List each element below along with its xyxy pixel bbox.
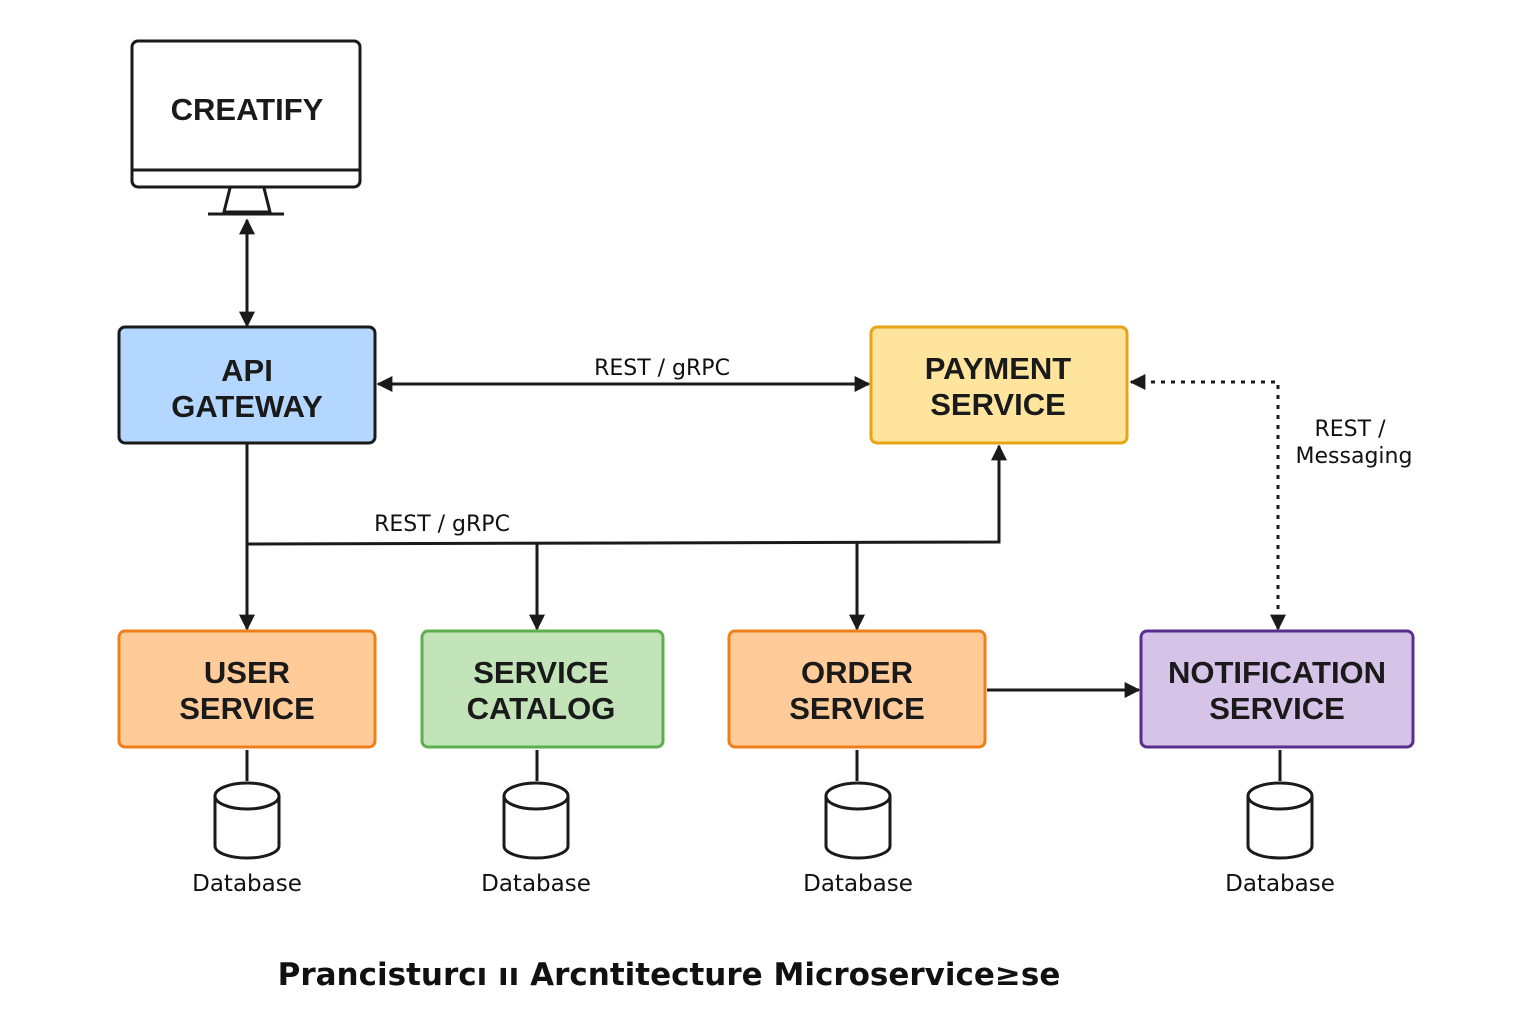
database-label: Database xyxy=(1225,871,1335,897)
order-service-label-line1: ORDER xyxy=(801,655,913,690)
user-service-label-line2: SERVICE xyxy=(179,691,315,726)
node-user-service[interactable]: USER SERVICE xyxy=(117,629,377,749)
api-gateway-label-line2: GATEWAY xyxy=(171,389,323,424)
edge-label-gateway-bus: REST / gRPC xyxy=(374,512,510,537)
connectors xyxy=(239,218,1286,698)
database-user: Database xyxy=(192,750,302,897)
payment-service-box xyxy=(869,325,1129,445)
order-service-box xyxy=(727,629,987,749)
service-catalog-label-line2: CATALOG xyxy=(467,691,616,726)
database-catalog: Database xyxy=(481,750,591,897)
api-gateway-label-line1: API xyxy=(221,353,273,388)
service-catalog-box xyxy=(420,629,665,749)
api-gateway-box xyxy=(117,325,377,445)
order-service-label-line2: SERVICE xyxy=(789,691,925,726)
notification-service-label-line1: NOTIFICATION xyxy=(1168,655,1386,690)
database-icon xyxy=(213,781,281,860)
payment-service-label-line1: PAYMENT xyxy=(925,351,1071,386)
database-label: Database xyxy=(803,871,913,897)
payment-service-label-line2: SERVICE xyxy=(930,387,1066,422)
database-label: Database xyxy=(481,871,591,897)
node-notification-service[interactable]: NOTIFICATION SERVICE xyxy=(1139,629,1415,749)
node-order-service[interactable]: ORDER SERVICE xyxy=(727,629,987,749)
diagram-caption: Prancisturcı ıı Arcntitecture Microservi… xyxy=(278,957,1061,993)
edge-label-gateway-payment: REST / gRPC xyxy=(594,356,730,381)
monitor-icon xyxy=(130,39,362,216)
edge-label-payment-notification-line2: Messaging xyxy=(1296,444,1413,469)
user-service-box xyxy=(117,629,377,749)
notification-service-label-line2: SERVICE xyxy=(1209,691,1345,726)
node-payment-service[interactable]: PAYMENT SERVICE xyxy=(869,325,1129,445)
database-icon xyxy=(824,781,892,860)
user-service-label-line1: USER xyxy=(204,655,290,690)
database-label: Database xyxy=(192,871,302,897)
database-notification: Database xyxy=(1225,750,1335,897)
edge-bus-payment xyxy=(246,444,1007,546)
service-catalog-label-line1: SERVICE xyxy=(473,655,609,690)
database-icon xyxy=(1246,781,1314,860)
node-api-gateway[interactable]: API GATEWAY xyxy=(117,325,377,445)
edge-payment-notification xyxy=(1129,374,1286,631)
node-service-catalog[interactable]: SERVICE CATALOG xyxy=(420,629,665,749)
client-label: CREATIFY xyxy=(171,92,324,127)
database-order: Database xyxy=(803,750,913,897)
client-monitor: CREATIFY xyxy=(130,39,362,216)
database-icon xyxy=(502,781,570,860)
notification-service-box xyxy=(1139,629,1415,749)
edge-label-payment-notification-line1: REST / xyxy=(1315,417,1387,442)
